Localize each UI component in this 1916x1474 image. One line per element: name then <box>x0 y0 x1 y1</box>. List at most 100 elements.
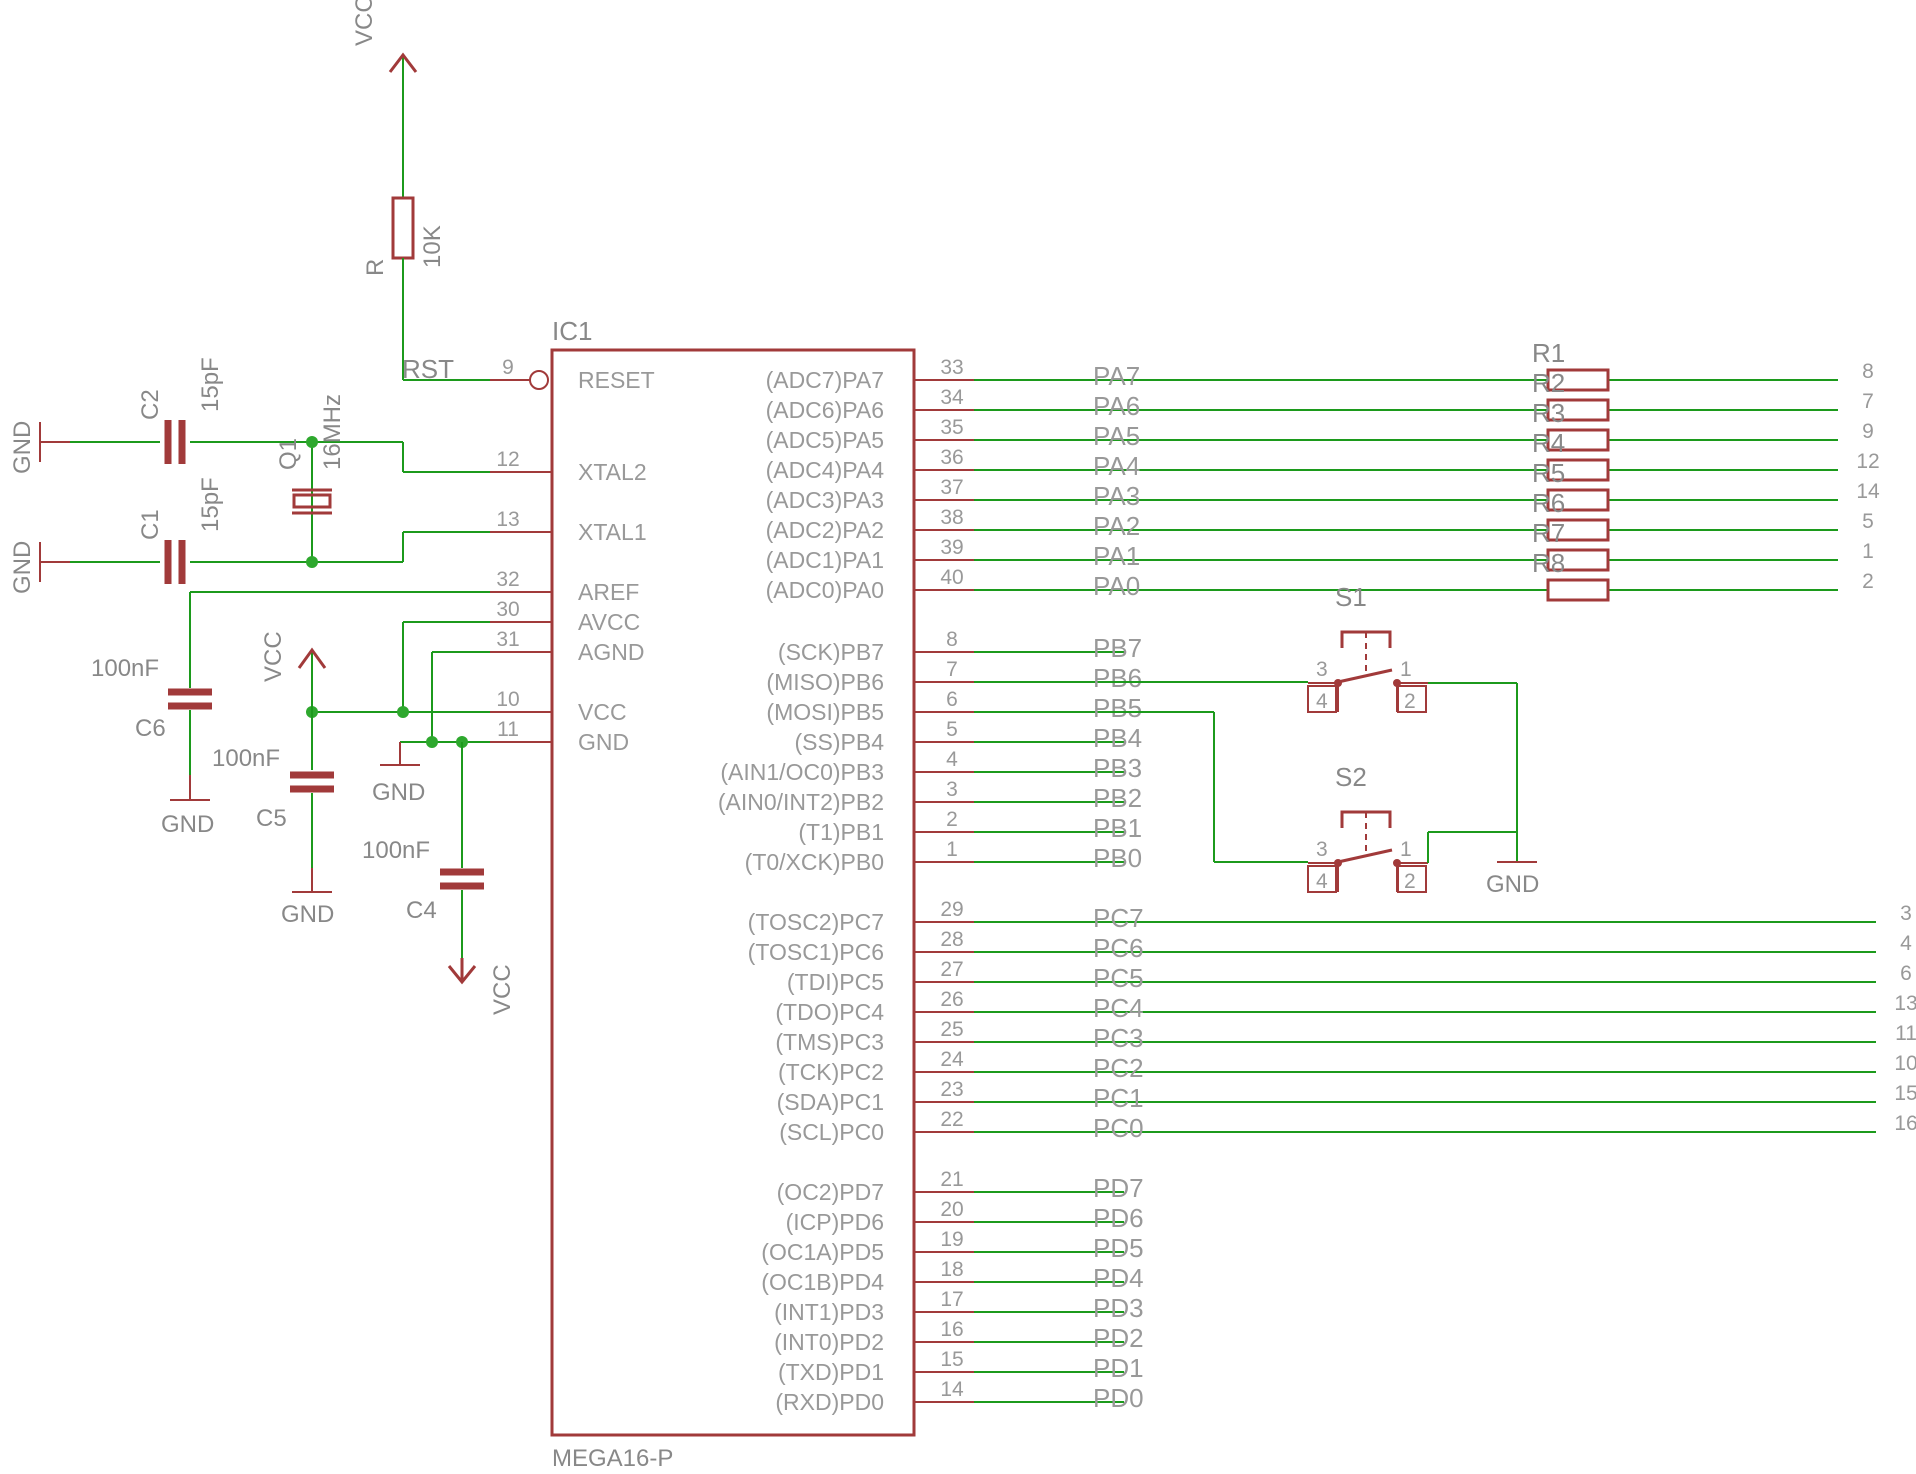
resistor-array-element[interactable] <box>1546 398 1610 422</box>
left-pin-name: GND <box>578 729 629 755</box>
right-pin-number: 40 <box>940 566 963 589</box>
right-pin-name: (OC1B)PD4 <box>761 1269 884 1295</box>
resistor-array-element[interactable] <box>1546 458 1610 482</box>
c2-value: 15pF <box>197 357 224 412</box>
resistor-array-element[interactable] <box>1546 488 1610 512</box>
right-pin-number: 6 <box>946 688 958 711</box>
left-pin-number: 30 <box>496 598 519 621</box>
ic-mega16[interactable]: IC1 MEGA16-P <box>529 316 916 1472</box>
right-pin-name: (ADC5)PA5 <box>766 427 884 453</box>
net-label: PC6 <box>1093 933 1144 963</box>
net-label: PD5 <box>1093 1233 1144 1263</box>
right-pin-number: 21 <box>940 1168 963 1191</box>
net-label: PA7 <box>1093 361 1140 391</box>
q1-value: 16MHz <box>319 394 346 470</box>
c1-value: 15pF <box>197 477 224 532</box>
resistor-array-element[interactable] <box>1546 368 1610 392</box>
net-label: PA5 <box>1093 421 1140 451</box>
net-label: PB7 <box>1093 633 1142 663</box>
right-pin-number: 27 <box>940 958 963 981</box>
s2-pin-2: 2 <box>1404 870 1416 893</box>
connector-pin-number: 11 <box>1895 1022 1916 1045</box>
right-pin-number: 7 <box>946 658 958 681</box>
net-label: PC3 <box>1093 1023 1144 1053</box>
right-pin-name: (TDO)PC4 <box>775 999 884 1025</box>
s2-pin-4: 4 <box>1316 870 1328 893</box>
reset-circuit: VCC R 10K RST <box>351 0 525 384</box>
resistor-ref: R4 <box>1532 428 1565 458</box>
c2-ref: C2 <box>137 389 164 420</box>
ic-body[interactable] <box>550 348 916 1437</box>
s1-pin-2: 2 <box>1404 690 1416 713</box>
resistor-array-element[interactable] <box>1546 578 1610 602</box>
right-pin-name: (ADC6)PA6 <box>766 397 884 423</box>
right-pin-number: 5 <box>946 718 958 741</box>
right-pin-number: 22 <box>940 1108 963 1131</box>
c6-ref: C6 <box>135 715 166 742</box>
net-label: PD2 <box>1093 1323 1144 1353</box>
gnd-label-c5: GND <box>281 901 334 928</box>
switch-s2[interactable]: S2 3 4 1 2 <box>1307 762 1428 893</box>
vcc-arrow-c5 <box>297 647 327 669</box>
ic-ref: IC1 <box>552 316 592 346</box>
right-pin-number: 14 <box>940 1378 964 1401</box>
net-label: PA0 <box>1093 571 1140 601</box>
right-pin-name: (SS)PB4 <box>795 729 885 755</box>
reset-resistor-ref: R <box>362 259 389 276</box>
q1-crystal[interactable] <box>292 493 332 509</box>
right-pin-name: (SDA)PC1 <box>777 1089 884 1115</box>
resistor-array-element[interactable] <box>1546 428 1610 452</box>
connector-pin-number: 13 <box>1894 992 1916 1015</box>
resistor-array-element[interactable] <box>1546 548 1610 572</box>
left-pin-number: 12 <box>496 448 519 471</box>
left-pin-name: AGND <box>578 639 644 665</box>
right-pin-name: (ICP)PD6 <box>786 1209 884 1235</box>
right-pin-number: 38 <box>940 506 963 529</box>
right-pin-number: 34 <box>940 386 964 409</box>
right-pin-name: (RXD)PD0 <box>775 1389 884 1415</box>
right-pin-number: 19 <box>940 1228 963 1251</box>
resistor-ref: R2 <box>1532 368 1565 398</box>
resistor-array: R1 <box>1532 338 1565 368</box>
right-pin-name: (SCK)PB7 <box>778 639 884 665</box>
net-label: PD1 <box>1093 1353 1144 1383</box>
switch-s1[interactable]: S1 3 4 1 2 <box>1307 582 1428 713</box>
right-pin-name: (INT0)PD2 <box>774 1329 884 1355</box>
right-pin-number: 15 <box>940 1348 963 1371</box>
right-pin-number: 4 <box>946 748 958 771</box>
resistor-array-element[interactable] <box>1546 518 1610 542</box>
net-label: PB3 <box>1093 753 1142 783</box>
c6-value: 100nF <box>91 655 159 682</box>
right-pin-name: (MOSI)PB5 <box>766 699 884 725</box>
c4-ref: C4 <box>406 897 437 924</box>
left-pin-number: 10 <box>496 688 519 711</box>
net-label: PC1 <box>1093 1083 1144 1113</box>
net-label: PC7 <box>1093 903 1144 933</box>
gnd-label-agnd: GND <box>372 779 425 806</box>
right-pin-name: (ADC4)PA4 <box>766 457 885 483</box>
reset-resistor-value: 10K <box>419 225 446 268</box>
right-pin-name: (TMS)PC3 <box>775 1029 884 1055</box>
right-pin-number: 23 <box>940 1078 963 1101</box>
ic-device: MEGA16-P <box>552 1445 673 1472</box>
connector-pin-number: 2 <box>1862 570 1874 593</box>
right-pin-number: 25 <box>940 1018 963 1041</box>
connector-pin-number: 3 <box>1900 902 1912 925</box>
reset-resistor[interactable] <box>391 196 415 260</box>
s2-pin-1: 1 <box>1400 838 1412 861</box>
net-label: PB6 <box>1093 663 1142 693</box>
right-pin-name: (TOSC1)PC6 <box>748 939 884 965</box>
right-pin-name: (MISO)PB6 <box>766 669 884 695</box>
right-pin-name: (TOSC2)PC7 <box>748 909 884 935</box>
s2-pin-3: 3 <box>1316 838 1328 861</box>
net-label: PB4 <box>1093 723 1142 753</box>
right-pin-number: 16 <box>940 1318 963 1341</box>
net-label: PC0 <box>1093 1113 1144 1143</box>
switch-wiring: GND <box>1100 681 1539 898</box>
right-pin-name: (OC1A)PD5 <box>761 1239 884 1265</box>
net-label: PA4 <box>1093 451 1140 481</box>
resistor-array-ref: R1 <box>1532 338 1565 368</box>
